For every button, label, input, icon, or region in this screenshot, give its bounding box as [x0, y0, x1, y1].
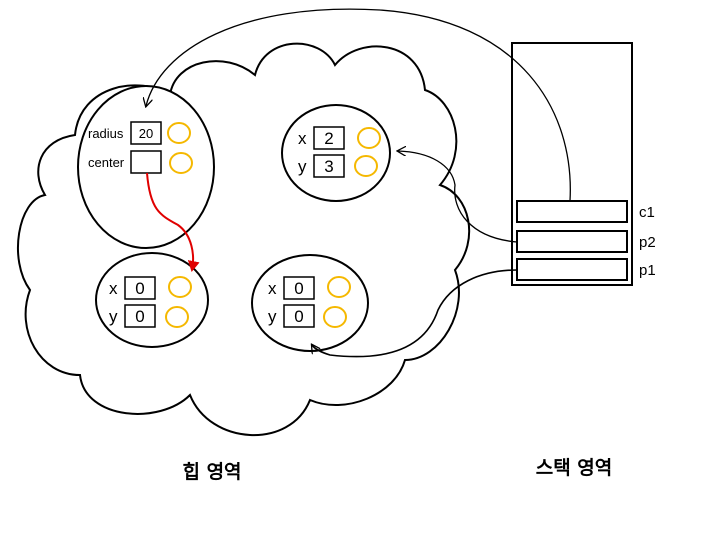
x-label: x — [298, 129, 307, 148]
x-label: x — [268, 279, 277, 298]
method-circle — [165, 306, 189, 328]
reference-arrow-p1 — [312, 269, 518, 358]
circle-object: radius 20 center — [77, 85, 215, 249]
method-circle — [323, 306, 347, 328]
center-label: center — [88, 155, 125, 170]
reference-arrow-c1 — [146, 8, 571, 202]
method-circle — [354, 155, 378, 177]
x-field — [313, 126, 345, 150]
x-value: 0 — [294, 279, 303, 298]
stack-slot-p2 — [516, 230, 628, 253]
x-value: 0 — [135, 279, 144, 298]
method-circle — [168, 276, 192, 298]
radius-label: radius — [88, 126, 124, 141]
y-field — [283, 304, 315, 328]
stack-slot-label-p1: p1 — [639, 262, 656, 279]
reference-arrow-center — [146, 172, 200, 272]
stack-slot-label-c1: c1 — [639, 204, 655, 221]
stack-area: c1 p2 p1 — [511, 42, 656, 286]
heap-area-label: 힙 영역 — [182, 461, 241, 483]
y-label: y — [109, 307, 118, 326]
method-circle — [357, 127, 381, 149]
y-value: 0 — [135, 307, 144, 326]
x-field — [283, 276, 315, 300]
radius-field — [130, 121, 162, 145]
x-value: 2 — [324, 129, 333, 148]
y-field — [313, 154, 345, 178]
reference-arrow-p2 — [398, 151, 518, 243]
y-value: 3 — [324, 157, 333, 176]
stack-slot-label-p2: p2 — [639, 234, 656, 251]
x-field — [124, 276, 156, 300]
method-circle — [327, 276, 351, 298]
point-object-bottom-left: x 0 y 0 — [95, 252, 209, 348]
heap-cloud — [17, 42, 471, 436]
radius-value: 20 — [139, 126, 153, 141]
point-object-top-right: x 2 y 3 — [281, 104, 391, 202]
y-label: y — [298, 157, 307, 176]
stack-area-label: 스택 영역 — [536, 457, 613, 479]
method-circle — [167, 122, 191, 144]
stack-slot-p1 — [516, 258, 628, 281]
y-value: 0 — [294, 307, 303, 326]
y-label: y — [268, 307, 277, 326]
y-field — [124, 304, 156, 328]
method-circle — [169, 152, 193, 174]
x-label: x — [109, 279, 118, 298]
point-object-bottom-right: x 0 y 0 — [251, 254, 369, 352]
center-field — [130, 150, 162, 174]
stack-slot-c1 — [516, 200, 628, 223]
